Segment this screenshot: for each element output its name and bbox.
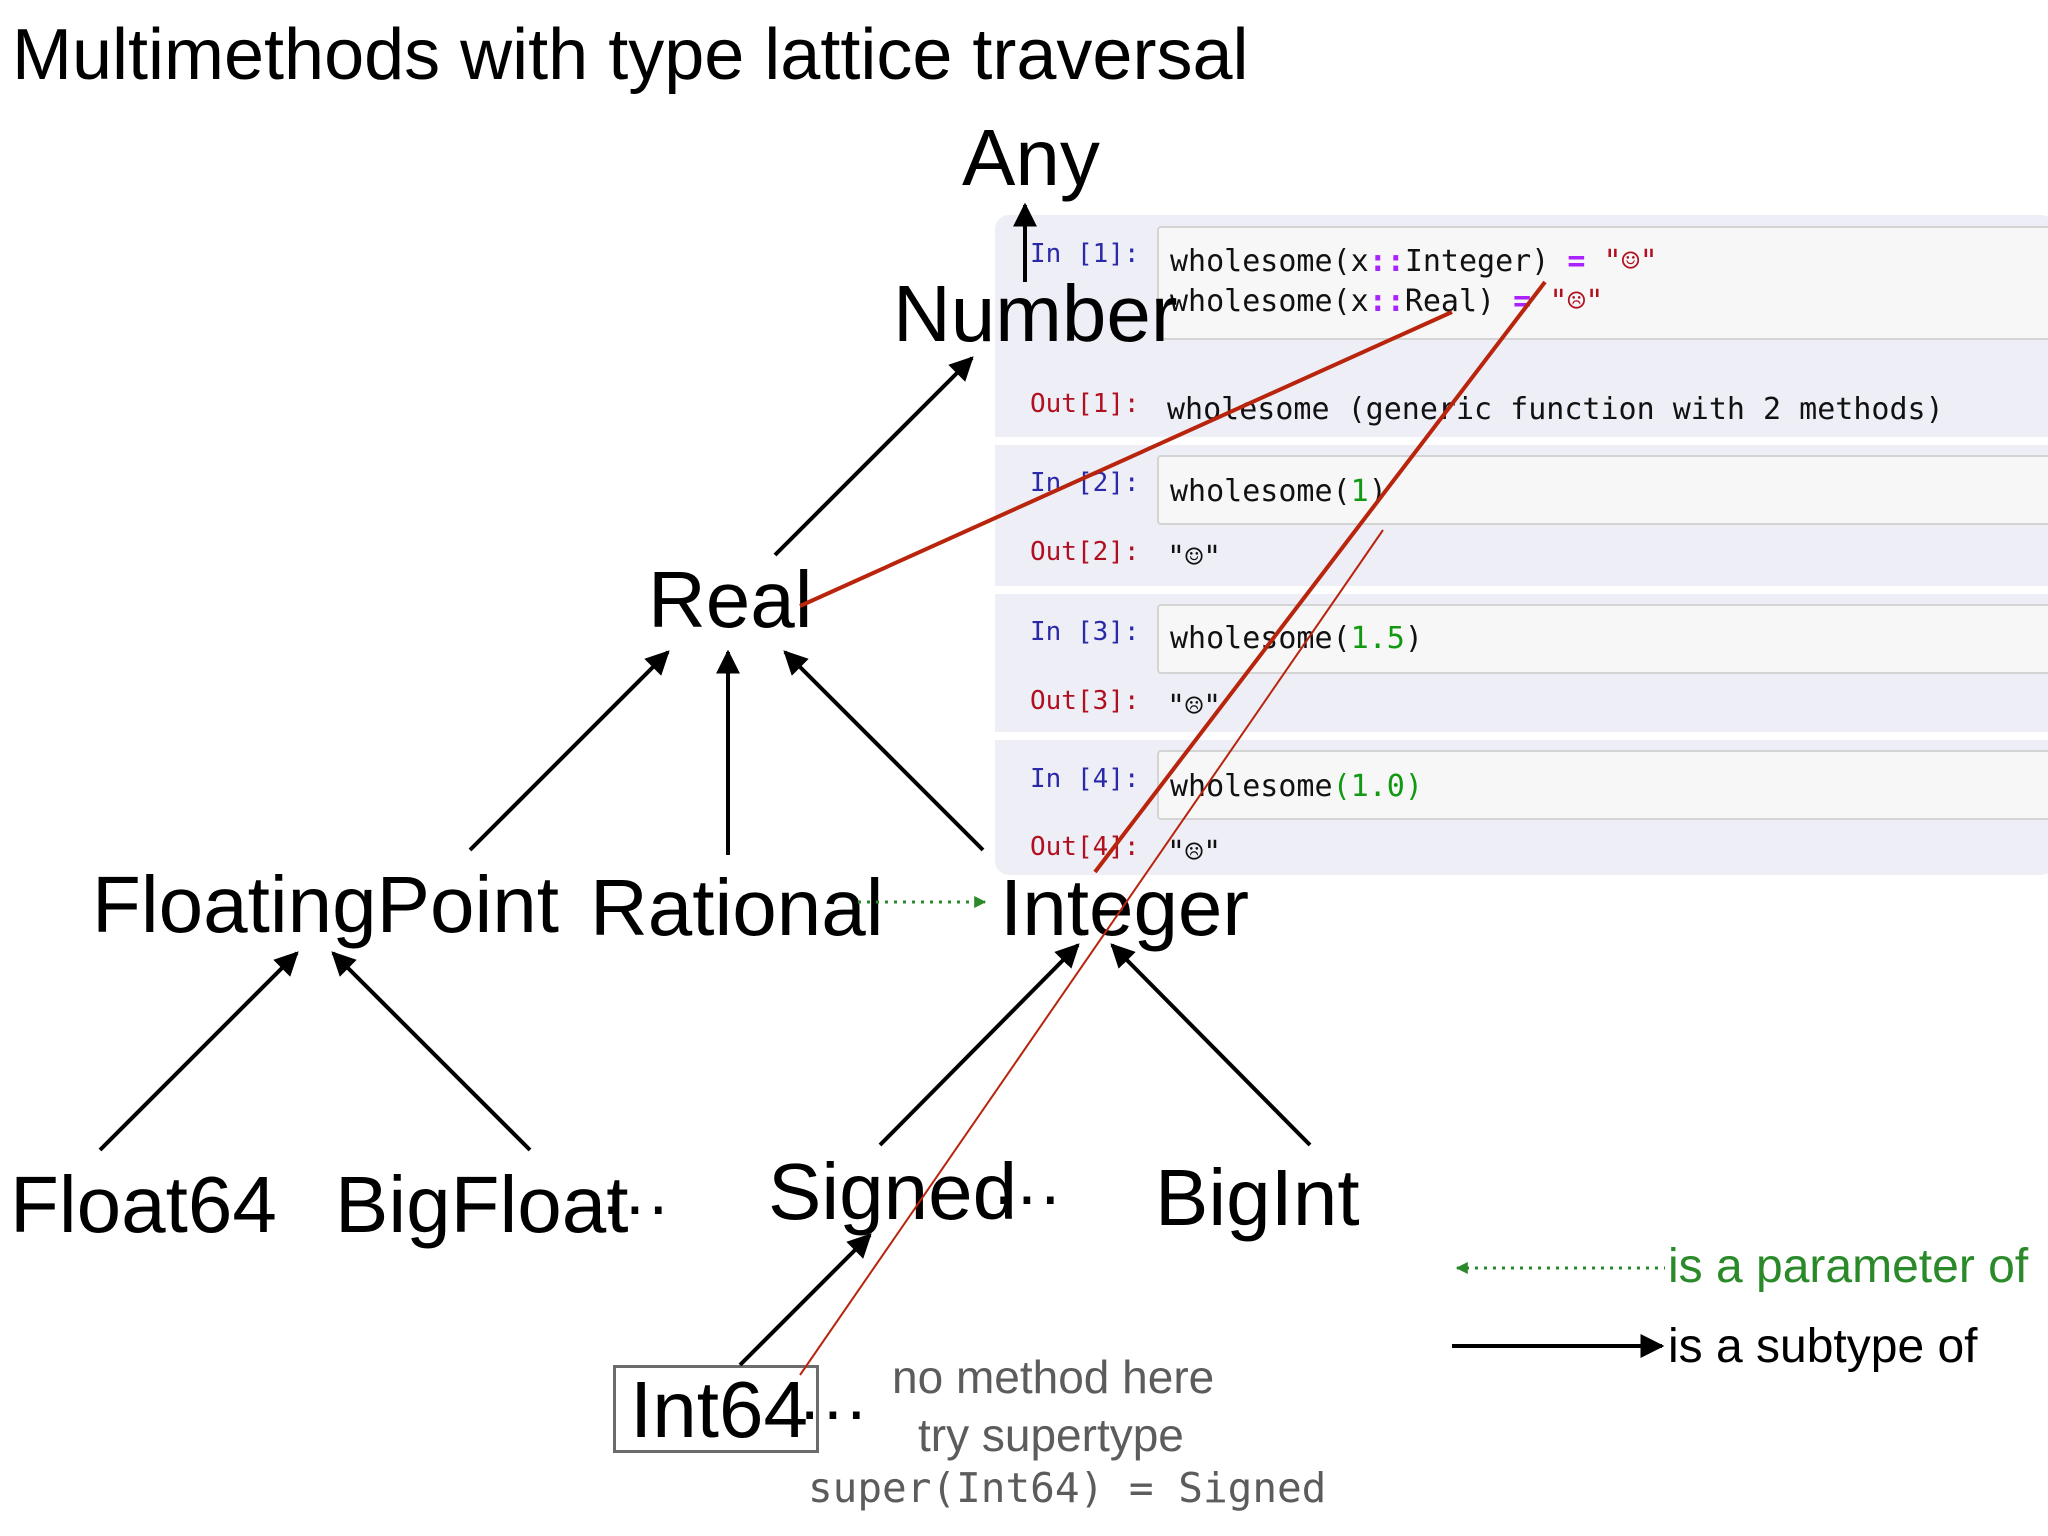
node-float64: Float64 — [10, 1160, 277, 1249]
in-prompt-2: In [2]: — [1030, 468, 1140, 498]
in-prompt-4: In [4]: — [1030, 764, 1140, 794]
output-4: "☹" — [1167, 835, 1222, 870]
note-try-supertype: try supertype — [918, 1409, 1184, 1461]
arrow-float64-floatingpoint — [98, 951, 299, 1152]
note-no-method: no method here — [892, 1351, 1215, 1403]
dispatch-line-integer-thick — [1093, 280, 1547, 874]
legend-parameter-label: is a parameter of — [1668, 1240, 2029, 1293]
node-int64: Int64 — [613, 1365, 819, 1453]
arrow-integer-real — [783, 650, 985, 852]
note-super-call: super(Int64) = Signed — [808, 1464, 1327, 1512]
cell-divider — [995, 586, 2048, 594]
cell-divider — [995, 732, 2048, 740]
arrow-bigint-integer — [1110, 943, 1312, 1147]
code-input-3[interactable] — [1157, 604, 2048, 674]
code-line-2: wholesome(x::Real) = "☹" — [1170, 284, 1604, 319]
in-prompt-3: In [3]: — [1030, 617, 1140, 647]
node-real: Real — [648, 555, 813, 644]
dispatch-line-real — [799, 310, 1453, 608]
node-floatingpoint: FloatingPoint — [92, 860, 559, 949]
legend-subtype-label: is a subtype of — [1668, 1320, 1978, 1373]
ellipsis-signed: ··· — [992, 1156, 1062, 1234]
node-integer: Integer — [1000, 863, 1250, 952]
code-input-2[interactable] — [1157, 455, 2048, 525]
node-signed: Signed — [768, 1147, 1018, 1236]
arrow-floatingpoint-real — [468, 650, 670, 852]
arrow-real-number — [773, 356, 974, 557]
node-bigint: BigInt — [1155, 1153, 1360, 1242]
out-prompt-1: Out[1]: — [1030, 389, 1140, 419]
output-2: "☺" — [1167, 540, 1222, 575]
node-rational: Rational — [590, 863, 884, 952]
cell-divider — [995, 437, 2048, 445]
ellipsis-int64: ··· — [798, 1371, 868, 1449]
slide-title: Multimethods with type lattice traversal — [12, 15, 1249, 95]
code-input-4[interactable] — [1157, 750, 2048, 820]
arrow-bigfloat-floatingpoint — [331, 951, 532, 1152]
output-1: wholesome (generic function with 2 metho… — [1167, 392, 1944, 427]
node-bigfloat: BigFloat — [335, 1160, 629, 1249]
code-input-1[interactable] — [1157, 226, 2048, 340]
out-prompt-2: Out[2]: — [1030, 537, 1140, 567]
ellipsis-bigfloat: ··· — [600, 1166, 670, 1244]
code-line-call-4: wholesome(1.0) — [1170, 769, 1423, 804]
dispatch-line-int64 — [799, 529, 1384, 1376]
code-line-call-3: wholesome(1.5) — [1170, 621, 1423, 656]
arrow-signed-integer — [878, 943, 1080, 1147]
code-line-call-2: wholesome(1) — [1170, 474, 1387, 509]
code-line-1: wholesome(x::Integer) = "☺" — [1170, 244, 1658, 279]
in-prompt-1: In [1]: — [1030, 239, 1140, 269]
out-prompt-3: Out[3]: — [1030, 686, 1140, 716]
node-number: Number — [893, 269, 1178, 358]
arrow-int64-signed — [738, 1233, 872, 1367]
node-any: Any — [962, 113, 1100, 202]
